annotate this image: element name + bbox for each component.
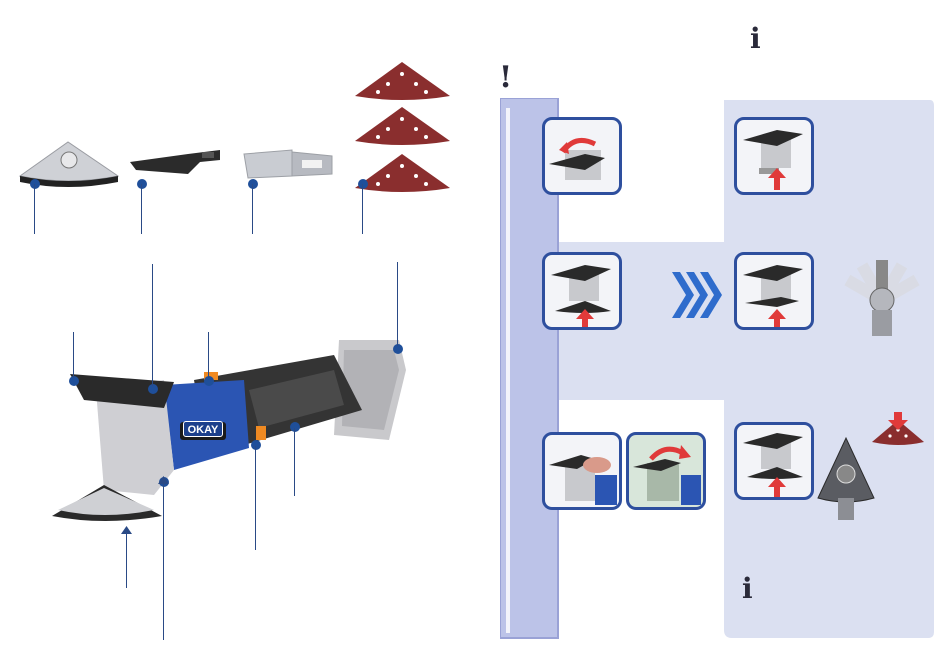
sandpaper-attach-icon (870, 412, 926, 456)
pad-diagram-icon (814, 434, 878, 524)
info-icon-top: i (750, 22, 761, 55)
blade-marker (137, 179, 147, 189)
brand-logo: OKAY (183, 421, 223, 437)
sandpaper-icon (355, 62, 450, 100)
sandpaper-stack (350, 58, 455, 198)
clamp-marker (148, 384, 158, 394)
lock-lever-marker (69, 376, 79, 386)
battery-marker (393, 344, 403, 354)
step-attach-pad (542, 252, 622, 330)
scraper-blade-icon (240, 148, 336, 182)
step-fit-pad (734, 422, 814, 500)
blade-angle-icon (838, 258, 928, 338)
chevron-right-icon (670, 270, 722, 320)
step-release-lever (542, 117, 622, 195)
step-grip-lever (542, 432, 622, 510)
saw-blade-icon (128, 148, 224, 180)
speed-dial-marker (204, 376, 214, 386)
step-insert-accessory (734, 117, 814, 195)
info-icon-bottom: i (742, 572, 753, 605)
grip-marker (290, 422, 300, 432)
step-attach-blade (734, 252, 814, 330)
scraper-marker (248, 179, 258, 189)
switch-marker (251, 440, 261, 450)
sandpaper-marker (358, 179, 368, 189)
warning-icon: ! (499, 60, 512, 95)
multitool-icon (44, 330, 424, 530)
pad-marker (30, 179, 40, 189)
step-close-lever (626, 432, 706, 510)
